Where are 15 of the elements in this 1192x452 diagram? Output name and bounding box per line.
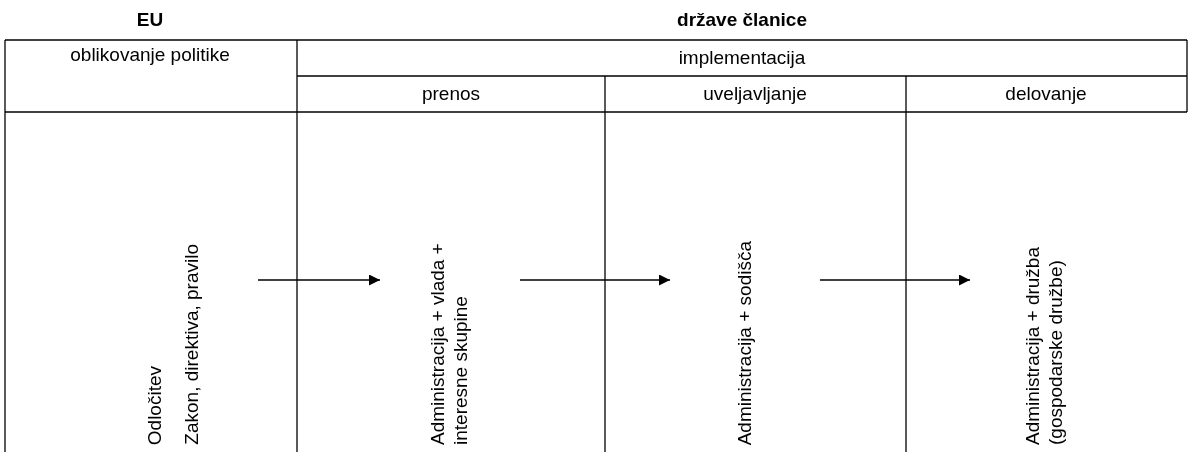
arrow: [257, 274, 381, 286]
column-header: prenos: [421, 83, 481, 105]
cell-text: Zakon, direktiva, pravilo: [181, 244, 203, 445]
arrow: [519, 274, 671, 286]
column-header: EU: [136, 9, 164, 31]
cell-text: Administracija + družba (gospodarske družbe): [1022, 246, 1067, 445]
column-header: implementacija: [678, 47, 806, 69]
column-header: oblikovanje politike: [70, 44, 230, 66]
column-header: delovanje: [1005, 83, 1087, 105]
column-header: uveljavljanje: [703, 83, 807, 105]
column-header: države članice: [677, 9, 807, 31]
cell-heading: Odločitev: [144, 365, 167, 445]
arrow: [819, 274, 971, 286]
cell-text: Administracija + vlada + interesne skupine: [427, 242, 472, 445]
cell-text: Administracija + sodišča: [733, 240, 756, 445]
